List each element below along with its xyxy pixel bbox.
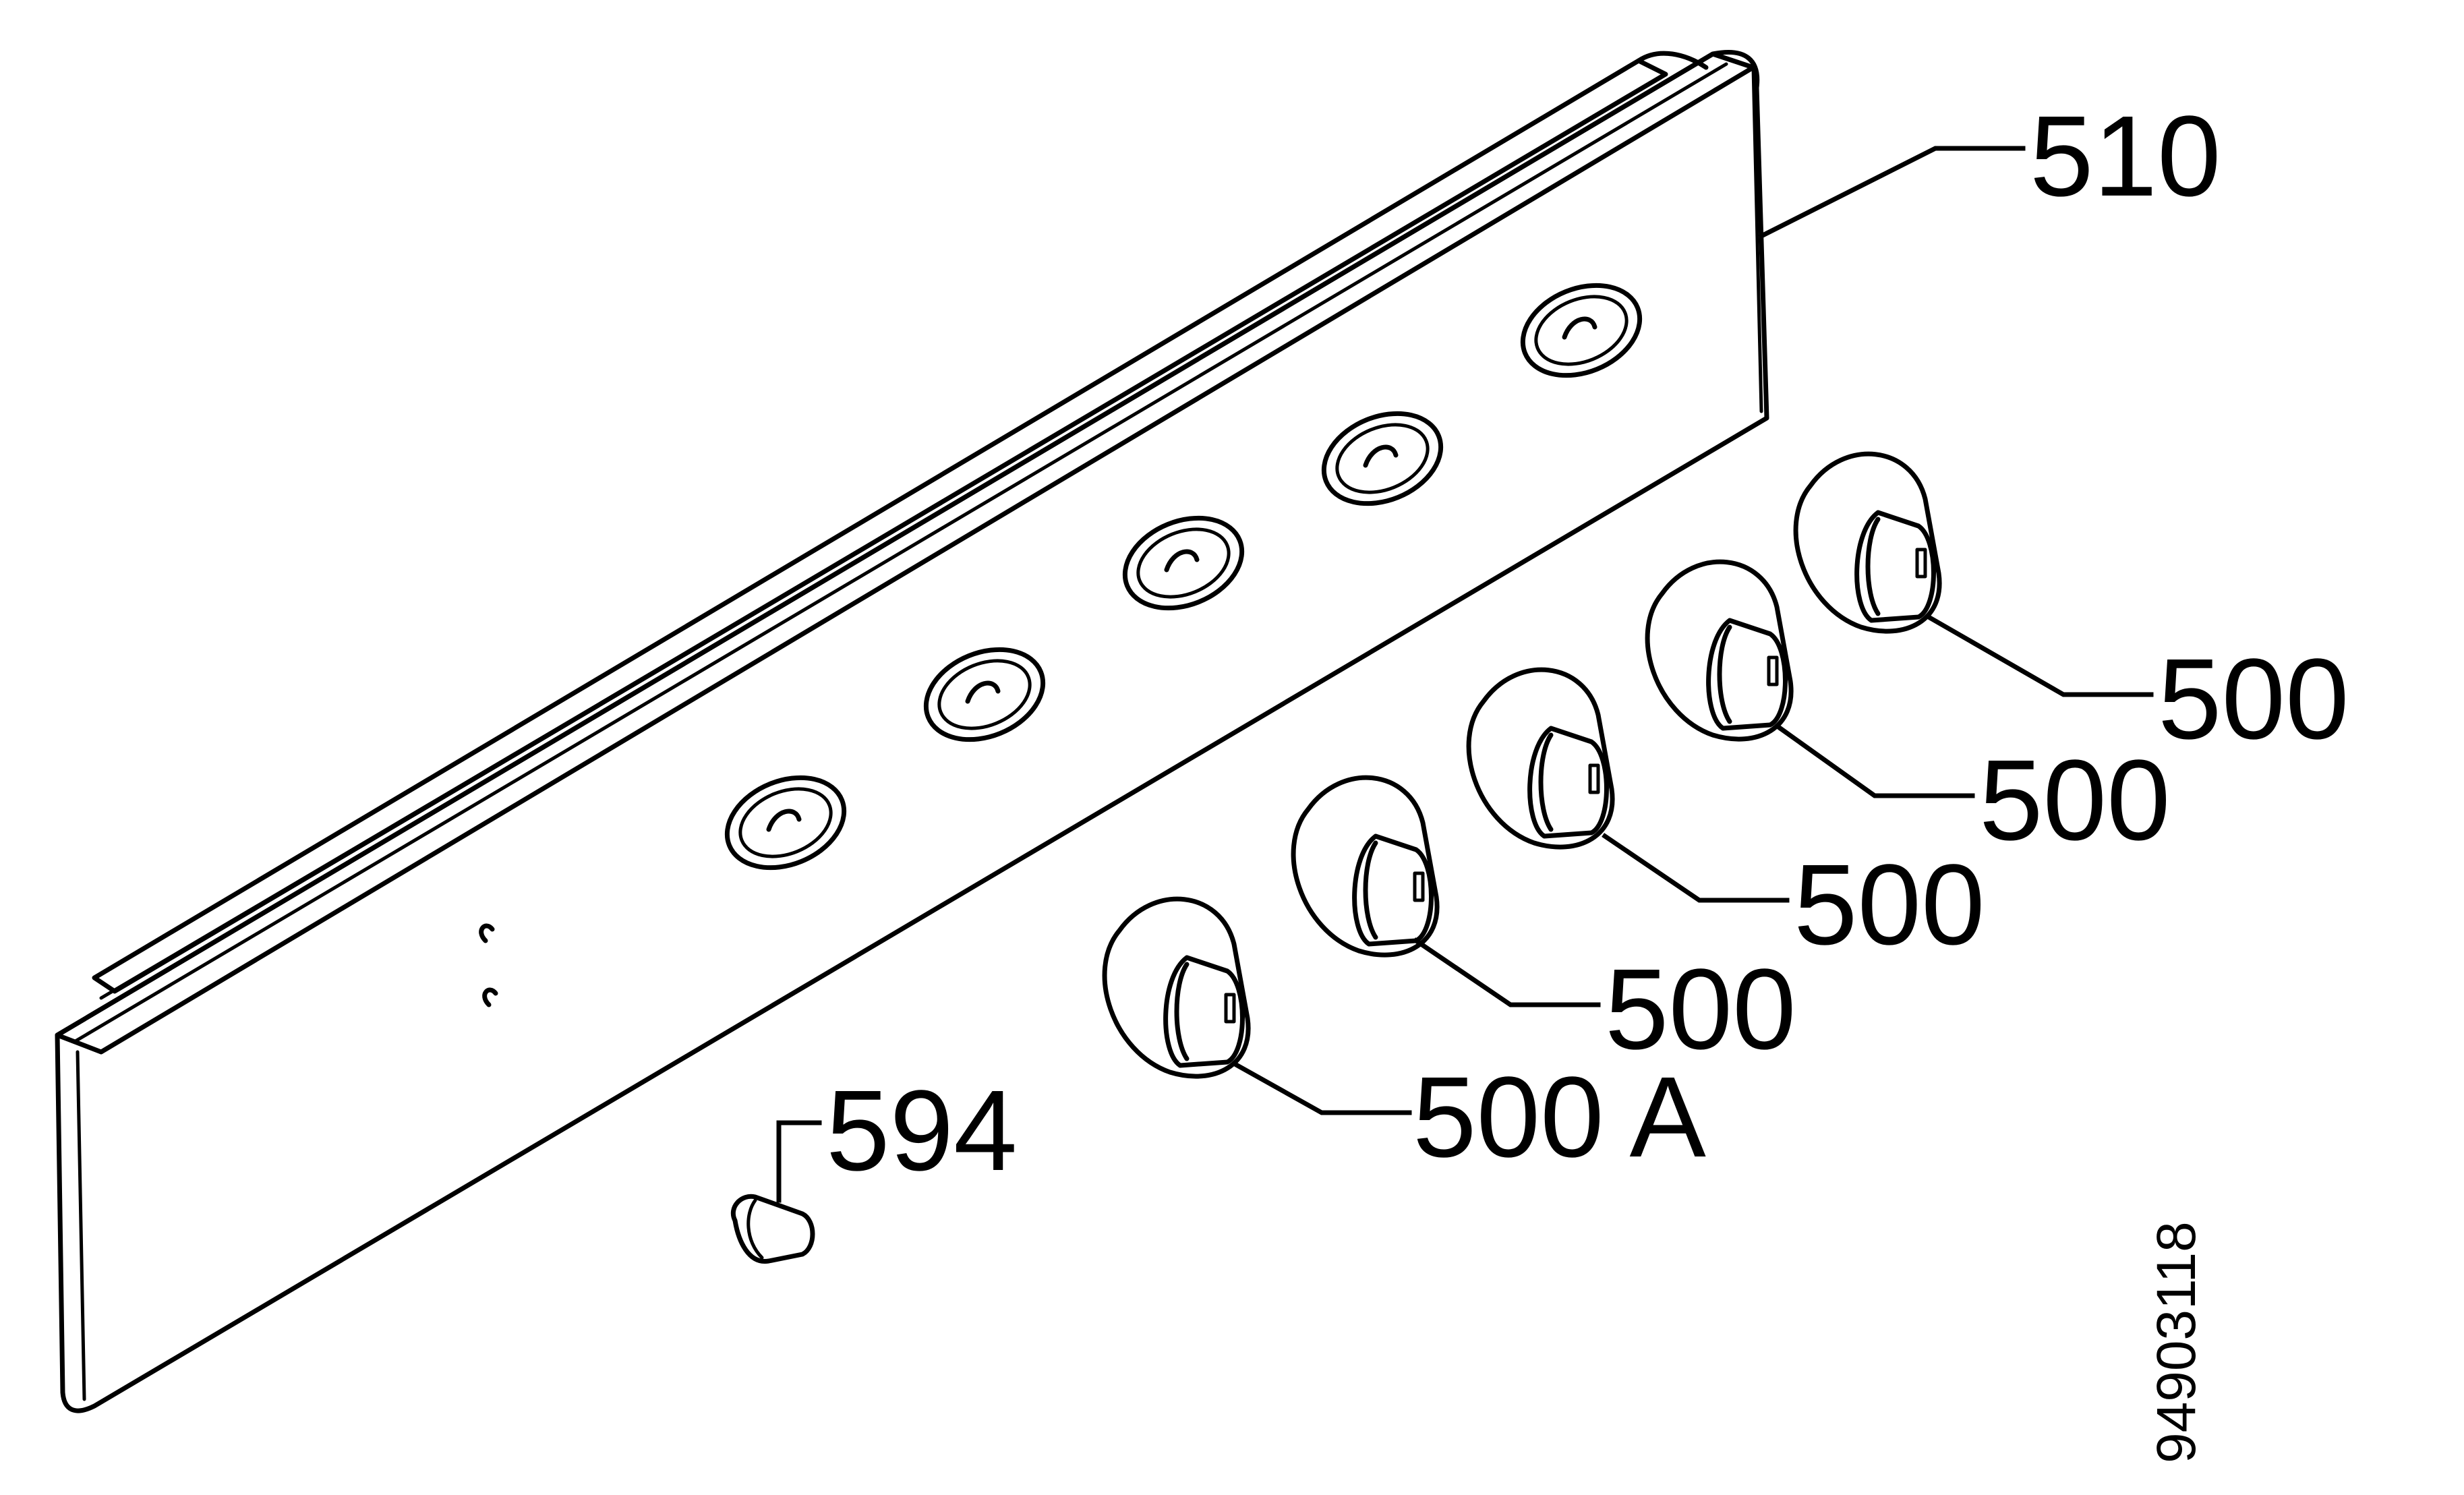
leader-lines [776, 146, 2154, 1203]
knob [1645, 559, 1794, 742]
knob [1102, 896, 1251, 1079]
control-panel [55, 49, 1769, 1413]
label-panel-510: 510 [2030, 92, 2221, 221]
panel-hole [923, 647, 1046, 742]
knobs [1102, 451, 1942, 1079]
panel-switch-mark [482, 987, 498, 1007]
part-labels: 510 500 500 500 500 500 A 594 [826, 92, 2349, 1195]
label-knob-500-2: 500 [1979, 736, 2171, 864]
panel-switch-mark [479, 923, 495, 943]
knob [1466, 667, 1615, 850]
panel-hole [724, 775, 847, 871]
panel-knob-holes [479, 283, 1643, 1007]
label-knob-500-1: 500 [2158, 635, 2349, 763]
label-bulb-594: 594 [826, 1067, 1018, 1195]
panel-hole [1122, 515, 1245, 611]
knob [1291, 775, 1440, 958]
knob [1793, 451, 1942, 634]
label-knob-500-4: 500 [1605, 945, 1796, 1074]
drawing-number: 94903118 [2146, 1221, 2207, 1463]
label-knob-500-3: 500 [1794, 841, 1985, 969]
panel-hole [1321, 411, 1444, 506]
indicator-bulb [730, 1194, 815, 1264]
label-knob-500a: 500 A [1413, 1053, 1706, 1181]
panel-hole [1520, 283, 1643, 378]
